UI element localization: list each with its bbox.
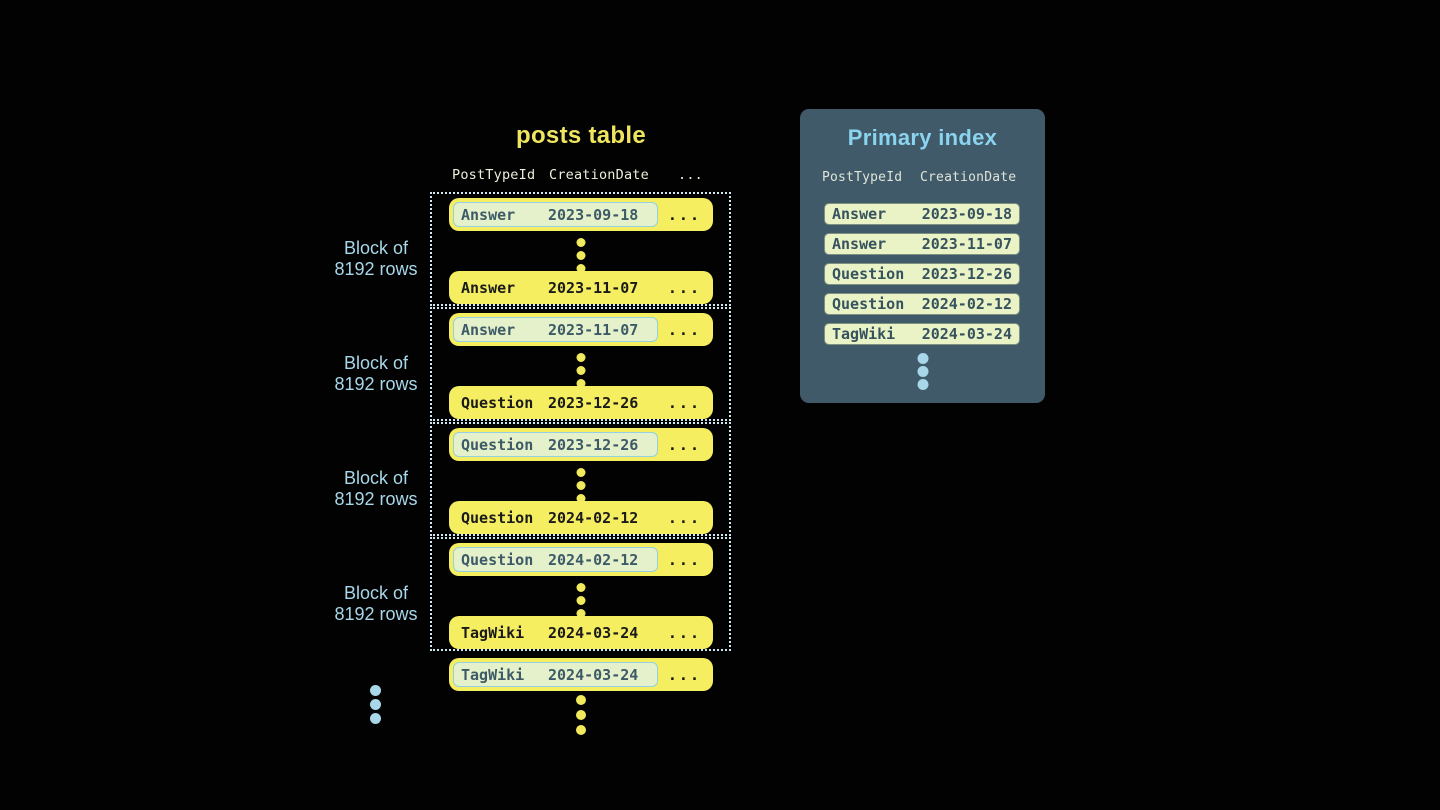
vertical-ellipsis-dots-icon (576, 581, 585, 620)
row-posttype: TagWiki (461, 623, 525, 642)
table-row: Answer 2023-11-07 ... (449, 271, 713, 304)
vertical-ellipsis-dots-icon (576, 351, 585, 390)
row-posttype: Question (461, 550, 534, 569)
posts-column-header-creationdate: CreationDate (549, 167, 649, 183)
index-creationdate: 2023-09-18 (921, 205, 1012, 223)
row-creationdate: 2024-02-12 (548, 508, 639, 527)
index-creationdate: 2024-02-12 (921, 295, 1012, 313)
row-ellipsis: ... (667, 278, 701, 297)
block-label-line2: 8192 rows (334, 259, 418, 279)
row-posttype: TagWiki (461, 665, 525, 684)
row-ellipsis: ... (667, 435, 701, 454)
block-label-line2: 8192 rows (334, 374, 418, 394)
index-row: TagWiki 2024-03-24 (824, 323, 1020, 345)
row-values: TagWiki 2024-03-24 (453, 620, 658, 645)
row-ellipsis: ... (667, 508, 701, 527)
index-entry-highlight: TagWiki 2024-03-24 (453, 662, 658, 687)
row-creationdate: 2023-12-26 (548, 435, 639, 454)
row-ellipsis: ... (667, 550, 701, 569)
table-row: Answer 2023-09-18 ... (449, 198, 713, 231)
index-column-header-posttypeid: PostTypeId (822, 170, 903, 185)
block-label: Block of 8192 rows (296, 238, 456, 280)
index-entry-highlight: Question 2024-02-12 (453, 547, 658, 572)
block-label-line1: Block of (343, 468, 409, 488)
row-posttype: Answer (461, 205, 516, 224)
block-label-line1: Block of (343, 583, 409, 603)
index-row: Answer 2023-11-07 (824, 233, 1020, 255)
row-block: Answer 2023-11-07 ... Question 2023-12-2… (430, 307, 731, 421)
row-ellipsis: ... (667, 665, 701, 684)
row-posttype: Answer (461, 320, 516, 339)
block-label: Block of 8192 rows (296, 583, 456, 625)
row-values: Question 2023-12-26 (453, 390, 658, 415)
row-creationdate: 2024-02-12 (548, 550, 639, 569)
index-row: Question 2023-12-26 (824, 263, 1020, 285)
row-creationdate: 2023-11-07 (548, 320, 639, 339)
row-block: Answer 2023-09-18 ... Answer 2023-11-07 … (430, 192, 731, 306)
primary-index-title: Primary index (847, 125, 998, 150)
row-creationdate: 2023-12-26 (548, 393, 639, 412)
table-row: TagWiki 2024-03-24 ... (449, 616, 713, 649)
index-row: Answer 2023-09-18 (824, 203, 1020, 225)
row-values: Answer 2023-11-07 (453, 275, 658, 300)
index-creationdate: 2023-11-07 (921, 235, 1012, 253)
block-label-line2: 8192 rows (334, 489, 418, 509)
row-posttype: Question (461, 508, 534, 527)
row-creationdate: 2024-03-24 (548, 665, 639, 684)
index-creationdate: 2023-12-26 (921, 265, 1012, 283)
index-posttype: TagWiki (832, 325, 896, 343)
table-row: Question 2024-02-12 ... (449, 501, 713, 534)
table-row: Question 2023-12-26 ... (449, 386, 713, 419)
row-block: Question 2023-12-26 ... Question 2024-02… (430, 422, 731, 536)
block-label-line1: Block of (343, 353, 409, 373)
row-creationdate: 2024-03-24 (548, 623, 639, 642)
table-row: Answer 2023-11-07 ... (449, 313, 713, 346)
vertical-ellipsis-dots-icon (576, 466, 585, 505)
row-posttype: Answer (461, 278, 516, 297)
index-posttype: Question (832, 295, 905, 313)
row-creationdate: 2023-11-07 (548, 278, 639, 297)
block-label-line1: Block of (343, 238, 409, 258)
index-entry-highlight: Answer 2023-11-07 (453, 317, 658, 342)
index-column-header-creationdate: CreationDate (920, 170, 1017, 185)
row-creationdate: 2023-09-18 (548, 205, 639, 224)
index-entry-highlight: Question 2023-12-26 (453, 432, 658, 457)
posts-column-header-ellipsis: ... (678, 167, 703, 183)
row-ellipsis: ... (667, 320, 701, 339)
row-ellipsis: ... (667, 393, 701, 412)
table-row: TagWiki 2024-03-24 ... (449, 658, 713, 691)
block-label: Block of 8192 rows (296, 353, 456, 395)
primary-index-panel: Primary index PostTypeId CreationDate An… (800, 109, 1045, 403)
row-values: Question 2024-02-12 (453, 505, 658, 530)
table-row: Question 2023-12-26 ... (449, 428, 713, 461)
index-posttype: Question (832, 265, 905, 283)
row-ellipsis: ... (667, 205, 701, 224)
index-posttype: Answer (832, 205, 887, 223)
posts-table-title: posts table (516, 122, 646, 149)
index-entry-highlight: Answer 2023-09-18 (453, 202, 658, 227)
vertical-ellipsis-dots-icon (370, 683, 381, 725)
posts-column-header-posttypeid: PostTypeId (452, 167, 536, 183)
vertical-ellipsis-dots-icon (576, 236, 585, 275)
row-block: Question 2024-02-12 ... TagWiki 2024-03-… (430, 537, 731, 651)
row-posttype: Question (461, 435, 534, 454)
index-posttype: Answer (832, 235, 887, 253)
row-posttype: Question (461, 393, 534, 412)
table-row: Question 2024-02-12 ... (449, 543, 713, 576)
index-creationdate: 2024-03-24 (921, 325, 1012, 343)
block-label-line2: 8192 rows (334, 604, 418, 624)
index-row: Question 2024-02-12 (824, 293, 1020, 315)
vertical-ellipsis-dots-icon (576, 692, 586, 737)
block-label: Block of 8192 rows (296, 468, 456, 510)
vertical-ellipsis-dots-icon (917, 352, 928, 391)
row-ellipsis: ... (667, 623, 701, 642)
